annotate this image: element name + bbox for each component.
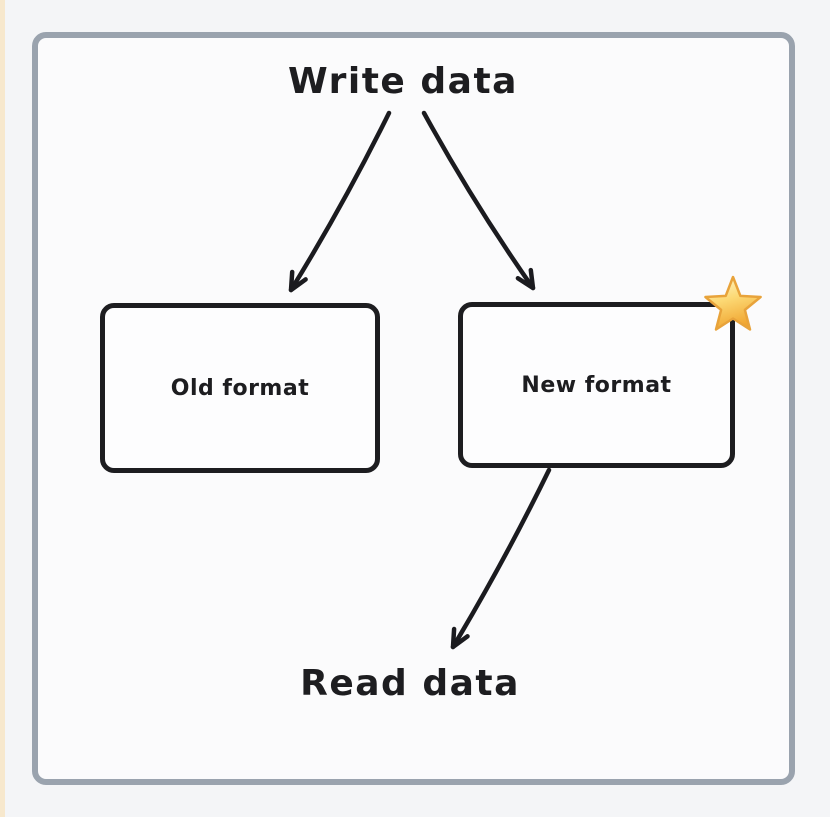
left-accent-strip — [0, 0, 5, 817]
node-new-format: New format — [458, 302, 735, 468]
node-new-format-label: New format — [521, 372, 672, 398]
node-old-format-label: Old format — [170, 375, 310, 401]
node-old-format: Old format — [100, 303, 380, 473]
write-data-label: Write data — [288, 61, 518, 102]
read-data-label: Read data — [300, 663, 520, 704]
